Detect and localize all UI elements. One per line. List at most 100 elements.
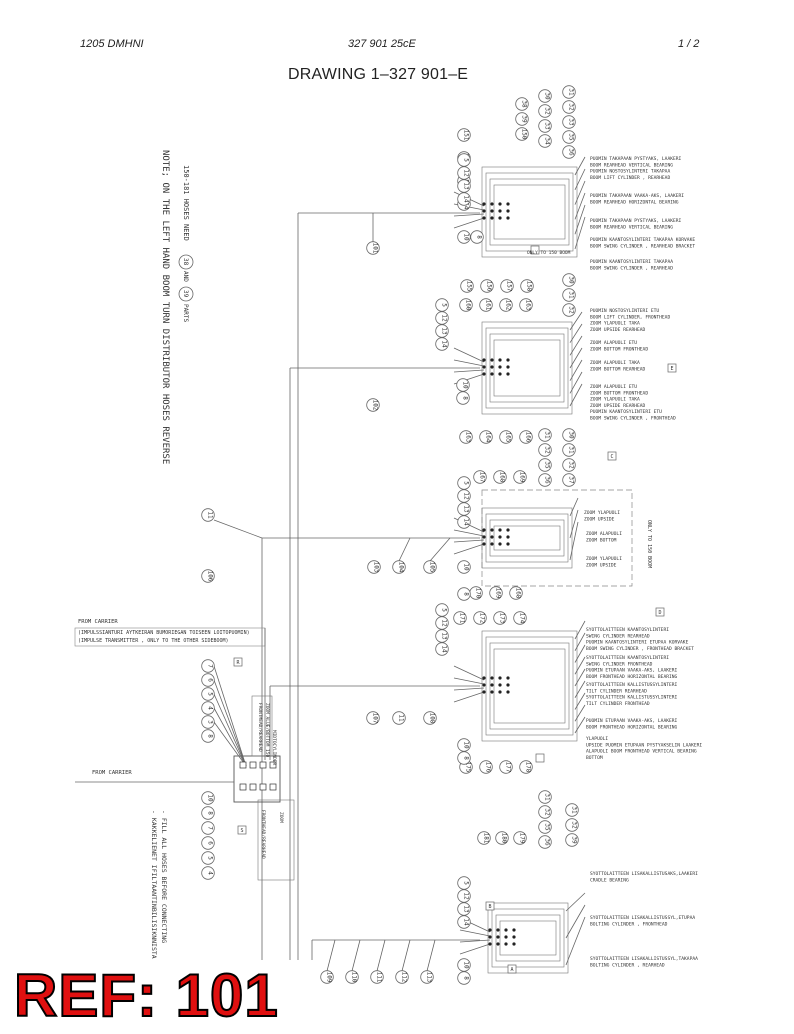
part-bubble [201,701,215,715]
part-bubble-label: 166 [525,432,532,443]
hose-loop [493,648,566,724]
junction-dot [506,542,510,546]
junction-dot [490,528,494,532]
part-bubble [499,298,513,312]
junction-dot [498,528,502,532]
part-bubble-label: 32 [544,808,551,816]
part-bubble-label: 31 [568,88,575,96]
part-bubble-label: 38 [521,100,528,108]
part-bubble [562,473,576,487]
hose-label: PUOMIN KAANTOSYLINTERI ETUPAA KORVAKE [586,640,689,646]
part-bubble [423,711,437,725]
distributor-port [259,783,267,791]
fill-note-fi: - KAKKELIENET IFILTAANTINBILISIKNNISTA [150,810,158,959]
hose-line [426,939,436,972]
hose-loop [489,178,570,246]
hose-line [213,679,247,767]
part-bubble [538,790,552,804]
part-bubble [499,760,513,774]
hose-loop [499,920,557,956]
part-bubble [395,970,409,984]
part-bubble [538,805,552,819]
part-bubble [562,130,576,144]
part-bubble-label: 35 [544,823,551,831]
part-bubble-label: 32 [568,461,575,469]
part-bubble-label: 175 [465,762,472,773]
part-bubble [538,428,552,442]
part-bubble [500,279,514,293]
hose-line [453,359,485,367]
hose-loop [485,636,574,736]
hose-label: PUOMIN ETUPAAN VAAKA-AKS, LAAKERI [586,668,678,674]
hose-line [569,347,583,369]
hose-loop [489,333,565,403]
junction-dot [504,935,508,939]
distributor-frame [251,695,273,757]
part-bubble [513,470,527,484]
distributor-port [249,761,257,769]
part-bubble-label: 169 [495,588,502,599]
part-bubble [201,836,215,850]
part-bubble [477,831,491,845]
part-bubble [423,560,437,574]
part-bubble [479,430,493,444]
page-tag-label: E [670,366,673,372]
hose-label: ZOOM YLAPUOLI [586,556,622,562]
part-bubble-label: 113 [426,972,433,983]
part-bubble [370,970,384,984]
part-bubble-label: 168 [499,472,506,483]
junction-dot [496,942,500,946]
distributor-port [239,783,247,791]
part-bubble [562,288,576,302]
hose-label: BOOM LIFT CYLINDER, FRONTHEAD [590,314,670,320]
part-bubble [562,115,576,129]
distributor-label-4: ZOOM [278,812,284,823]
hose-loop [493,525,561,551]
junction-dot [496,928,500,932]
header-doc-id: 1205 DMHNI [80,38,144,50]
part-bubble [459,298,473,312]
hose-label: TILT CYLINDER REARHEAD [586,688,647,694]
hose-label: ZOOM BOTTOM FRONTHEAD [590,346,648,352]
part-bubble-label: 165 [505,432,512,443]
hose-line [326,939,336,972]
part-bubble-label: 8 [462,396,469,400]
part-bubble-label: 11 [207,511,214,519]
page-tag [535,753,545,763]
part-bubble-label: 5 [207,692,214,696]
hose-loop [493,184,566,240]
hose-line [453,529,485,537]
junction-dot [488,928,492,932]
part-bubble-label: 12 [463,492,470,500]
junction-dot [490,216,494,220]
part-bubble-label: 14 [463,518,470,526]
junction-dot [490,202,494,206]
part-bubble [201,687,215,701]
hose-label: ALAPUOLI BOOM FRONTHEAD VERTICAL BEARING [586,749,697,755]
page-tag [507,964,517,974]
junction-dot [482,542,486,546]
part-bubble-label: 163 [525,300,532,311]
part-bubble-label: 12 [463,169,470,177]
junction-dot [490,372,494,376]
header-page-number: 1 / 2 [678,38,700,50]
junction-dot [512,928,516,932]
part-bubble [366,398,380,412]
hose-line [569,521,579,561]
hose-loop [485,172,574,252]
hose-label: SYOTTOLAITTEEN KALLISTUSSYLINTERI [586,695,678,701]
hose-line [569,497,579,517]
part-bubble-label: 169 [519,472,526,483]
hose-label: ZOOM BOTTOM [586,537,617,543]
part-bubble [519,760,533,774]
part-bubble [201,715,215,729]
part-bubble-label: 32 [568,306,575,314]
hose-loop [495,914,561,962]
part-bubble-label: 111 [376,972,383,983]
part-bubble-label: 173 [499,613,506,624]
hose-label: ZOOM UPSIDE [586,562,617,568]
part-bubble-label: 101 [372,243,379,254]
hose-line [453,691,485,703]
part-bubble [435,629,449,643]
junction-dot [488,935,492,939]
